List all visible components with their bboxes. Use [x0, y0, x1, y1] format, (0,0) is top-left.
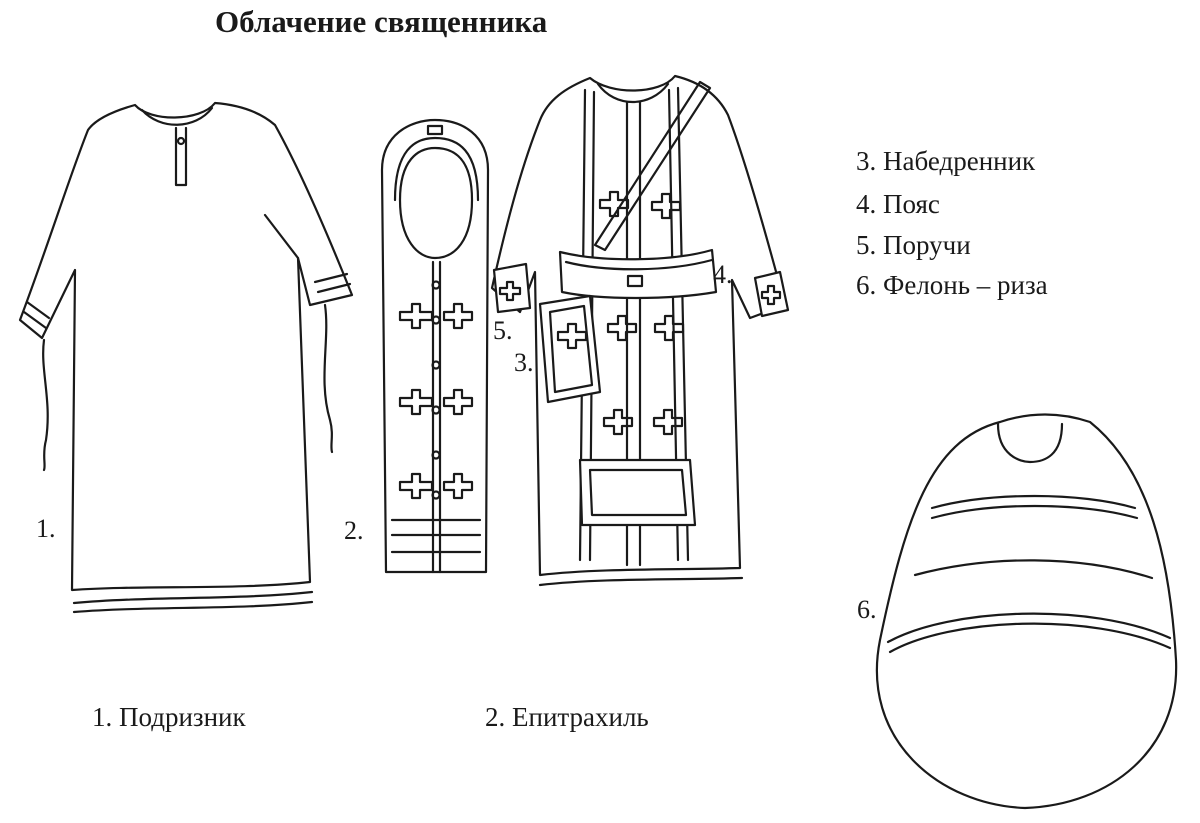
figure-number-podriznik: 1.	[36, 516, 56, 542]
figure-number-poyas: 4.	[713, 262, 733, 288]
full-vestment-drawing	[492, 76, 788, 585]
figure-number-epitrakhil: 2.	[344, 518, 364, 544]
caption-podriznik: 1. Подризник	[92, 704, 246, 731]
legend-item-felon: 6. Фелонь – риза	[856, 272, 1048, 299]
felon-drawing	[877, 415, 1176, 809]
caption-epitrakhil: 2. Епитрахиль	[485, 704, 649, 731]
legend-item-poyas: 4. Пояс	[856, 191, 940, 218]
figure-number-felon: 6.	[857, 597, 877, 623]
epitrakhil-drawing	[382, 120, 488, 572]
figure-number-poruchi: 5.	[493, 318, 513, 344]
diagram-title: Облачение священника	[215, 6, 547, 37]
podriznik-drawing	[20, 103, 352, 612]
legend-item-nabedrennik: 3. Набедренник	[856, 148, 1035, 175]
legend-item-poruchi: 5. Поручи	[856, 232, 971, 259]
figure-number-nabedrennik: 3.	[514, 350, 534, 376]
